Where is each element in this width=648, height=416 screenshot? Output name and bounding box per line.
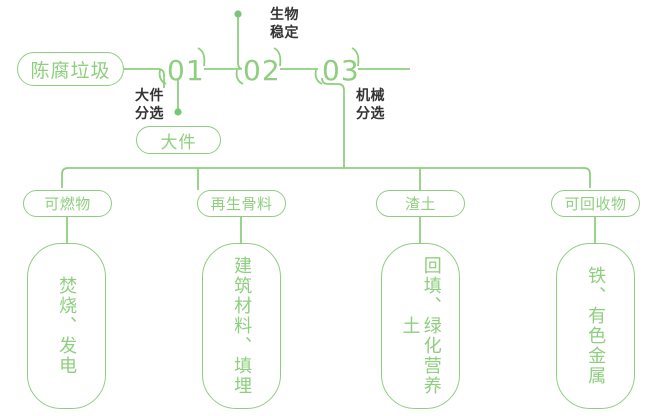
step-number-03: 03 [322,54,360,87]
node-category-recyclables[interactable]: 可回收物 [551,190,640,217]
wire-02-to-bio [237,14,243,70]
step-number-01: 01 [167,54,205,87]
node-outcome-metals-label: 铁、有色金属 [586,266,607,386]
node-category-slag-soil[interactable]: 渣土 [376,190,465,217]
node-outcome-backfill-soil-label: 回填、绿化营养土 [400,256,442,396]
wire-branch-bus [61,167,591,188]
node-output-oversize[interactable]: 大件 [136,126,221,154]
node-category-recyclables-label: 可回收物 [564,196,627,213]
node-category-slag-soil-label: 渣土 [404,196,436,213]
node-outcome-metals[interactable]: 铁、有色金属 [556,243,635,409]
node-outcome-backfill-soil[interactable]: 回填、绿化营养土 [381,243,460,409]
caption-mechanical-sorting: 机械 分选 [356,87,385,121]
dot-oversize-endpoint [174,108,182,116]
wire-source-to-01 [124,68,165,88]
caption-bulky-sorting: 大件 分选 [135,87,164,121]
node-source-waste-label: 陈腐垃圾 [30,60,111,82]
node-category-combustibles[interactable]: 可燃物 [23,190,112,217]
arc-01-lower [158,69,167,85]
wire-trunk-down [321,77,345,168]
step-number-02: 02 [243,54,281,87]
node-category-recycled-aggregate-label: 再生骨料 [210,196,273,213]
node-output-oversize-label: 大件 [160,132,197,152]
node-outcome-building-material-label: 建筑材料、填埋 [232,256,253,396]
dot-bio-endpoint [234,10,242,18]
node-outcome-incineration-label: 焚烧、发电 [57,276,78,376]
node-outcome-incineration[interactable]: 焚烧、发电 [27,243,106,409]
node-category-combustibles-label: 可燃物 [44,196,91,213]
node-outcome-building-material[interactable]: 建筑材料、填埋 [202,243,281,409]
node-category-recycled-aggregate[interactable]: 再生骨料 [197,190,286,217]
caption-biological-stabilization: 生物 稳定 [270,6,299,40]
node-source-waste[interactable]: 陈腐垃圾 [17,52,124,86]
